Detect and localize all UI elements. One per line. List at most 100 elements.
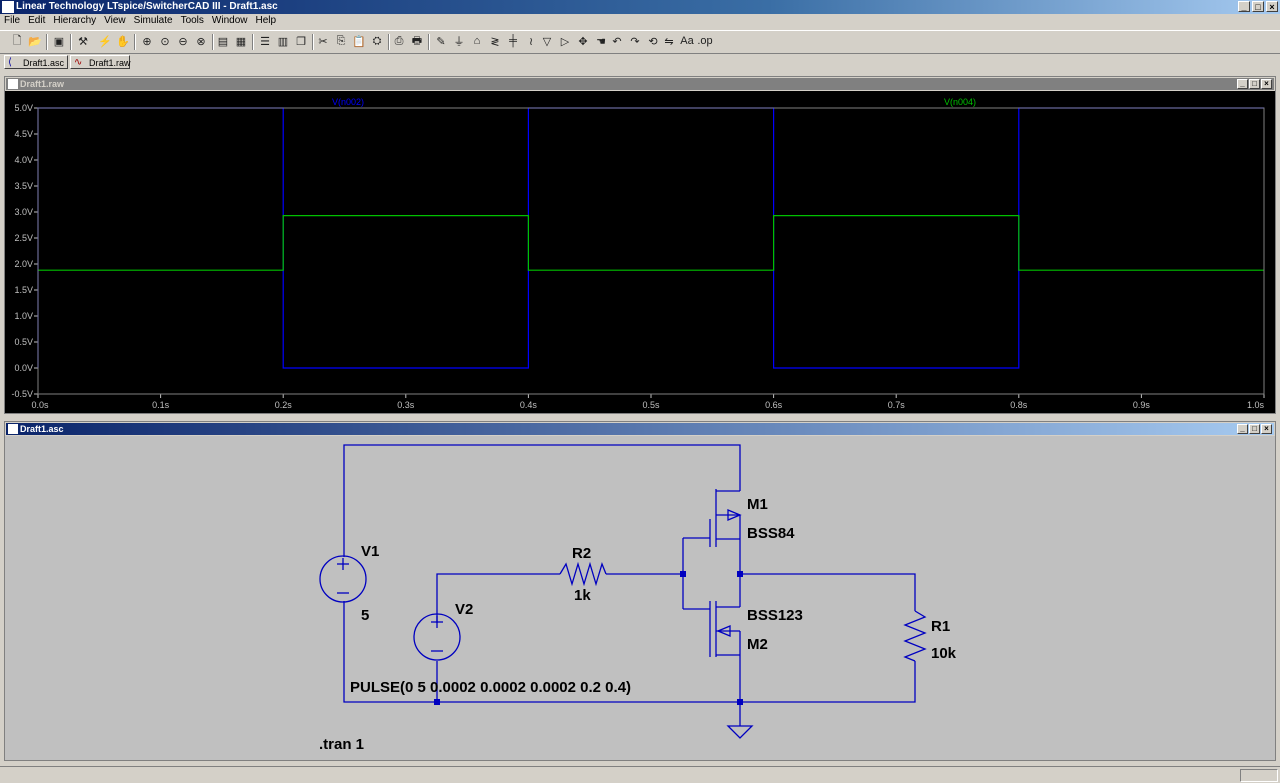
capacitor-icon[interactable]: ╪ (509, 35, 517, 47)
find-icon[interactable]: ⛭ (372, 34, 382, 47)
m2-nmos[interactable] (709, 599, 741, 657)
junction-dots (434, 571, 743, 705)
save-icon[interactable]: ▣ (53, 35, 65, 48)
tran-directive[interactable]: .tran 1 (319, 736, 364, 753)
minimize-button[interactable]: _ (1238, 1, 1250, 12)
pan-icon[interactable]: ⊙ (160, 35, 170, 48)
maximize-button[interactable]: □ (1249, 79, 1260, 89)
r1-resistor[interactable] (903, 610, 927, 662)
menu-simulate[interactable]: Simulate (133, 15, 173, 26)
copy-icon[interactable]: ⎘ (336, 34, 346, 47)
r1-value[interactable]: 10k (931, 645, 957, 662)
trace-label-vn002[interactable]: V(n002) (332, 97, 364, 107)
menu-edit[interactable]: Edit (28, 15, 46, 26)
x-tick-label: 0.8s (1010, 400, 1028, 410)
menu-view[interactable]: View (104, 15, 126, 26)
waveform-plot[interactable]: 5.0V4.5V4.0V3.5V3.0V2.5V2.0V1.5V1.0V0.5V… (5, 91, 1275, 413)
mirror-icon[interactable]: ⇋ (664, 35, 674, 48)
close-button[interactable]: × (1261, 79, 1272, 89)
hammer-icon[interactable]: ⚒ (78, 35, 88, 48)
menu-file[interactable]: File (4, 15, 21, 26)
maximize-button[interactable]: □ (1252, 1, 1264, 12)
label-net-icon[interactable]: ⌂ (473, 35, 481, 47)
v1-voltage-source[interactable] (319, 555, 367, 603)
close-button[interactable]: × (1261, 424, 1272, 434)
cancel-icon[interactable]: ▦ (235, 35, 247, 48)
v2-voltage-source[interactable] (413, 613, 461, 661)
y-tick-label: 3.0V (14, 207, 33, 217)
draw-wire-icon[interactable]: ✎ (436, 35, 446, 48)
tab-draft1-asc[interactable]: ⟨ Draft1.asc (4, 55, 68, 69)
component-icon[interactable]: ▷ (560, 35, 570, 48)
schematic-canvas[interactable]: V1 5 V2 PULSE(0 5 0.0002 0.0002 0.0002 0… (5, 436, 1275, 760)
zoom-in-icon[interactable]: ⊕ (142, 35, 152, 48)
trace-label-vn004[interactable]: V(n004) (944, 97, 976, 107)
wires[interactable] (343, 444, 916, 726)
m1-pmos[interactable] (709, 489, 742, 547)
text-icon[interactable]: Aa (680, 35, 694, 47)
rotate-icon[interactable]: ⟲ (648, 35, 658, 48)
zoom-out-icon[interactable]: ⊖ (178, 35, 188, 48)
m2-value[interactable]: BSS123 (747, 607, 803, 624)
menu-hierarchy[interactable]: Hierarchy (53, 15, 97, 26)
r2-value[interactable]: 1k (574, 587, 591, 604)
run-icon[interactable]: ⚡ (98, 35, 112, 48)
menu-window[interactable]: Window (211, 15, 248, 26)
status-bar (0, 766, 1280, 783)
ground-icon[interactable]: ⏚ (453, 36, 465, 48)
close-button[interactable]: × (1266, 1, 1278, 12)
v2-value[interactable]: PULSE(0 5 0.0002 0.0002 0.0002 0.2 0.4) (350, 679, 631, 696)
m2-name[interactable]: M2 (747, 636, 768, 653)
y-tick-label: 2.0V (14, 259, 33, 269)
v1-value[interactable]: 5 (361, 607, 369, 624)
open-icon[interactable]: 📂 (28, 35, 42, 48)
move-icon[interactable]: ✥ (578, 35, 588, 48)
maximize-button[interactable]: □ (1249, 424, 1260, 434)
minimize-button[interactable]: _ (1237, 79, 1248, 89)
v1-name[interactable]: V1 (361, 543, 379, 560)
ground-symbol[interactable] (726, 725, 754, 739)
menu-help[interactable]: Help (255, 15, 277, 26)
print-setup-icon[interactable]: ⎙ (394, 34, 404, 47)
waveform-window-title: Draft1.raw _ □ × (6, 78, 1274, 90)
tab-label: Draft1.raw (89, 58, 131, 68)
m1-value[interactable]: BSS84 (747, 525, 795, 542)
m1-name[interactable]: M1 (747, 496, 768, 513)
v2-name[interactable]: V2 (455, 601, 473, 618)
cut-icon[interactable]: ✂ (318, 35, 328, 48)
waveform-icon (8, 79, 18, 89)
menu-tools[interactable]: Tools (180, 15, 204, 26)
resistor-icon[interactable]: ≷ (490, 35, 500, 48)
schematic-icon (8, 424, 18, 434)
y-tick-label: 4.5V (14, 129, 33, 139)
zoom-fit-icon[interactable]: ⊗ (196, 35, 206, 48)
autoscale-icon[interactable]: ▤ (217, 35, 229, 48)
halt-icon[interactable]: ✋ (116, 35, 130, 48)
r1-name[interactable]: R1 (931, 618, 950, 635)
status-cell (1240, 769, 1278, 782)
tile-horizontal-icon[interactable]: ☰ (260, 35, 270, 48)
tile-vertical-icon[interactable]: ▥ (277, 35, 289, 48)
paste-icon[interactable]: 📋 (352, 35, 366, 48)
new-schematic-icon[interactable]: 🗋 (12, 34, 22, 47)
inductor-icon[interactable]: ≀ (528, 35, 534, 48)
document-tabs: ⟨ Draft1.asc ∿ Draft1.raw (0, 54, 1280, 70)
redo-icon[interactable]: ↷ (630, 35, 640, 48)
tab-draft1-raw[interactable]: ∿ Draft1.raw (70, 55, 131, 69)
r2-resistor[interactable] (559, 561, 607, 587)
cascade-icon[interactable]: ❐ (296, 35, 306, 48)
trace-vn002[interactable] (37, 107, 1264, 369)
y-tick-label: 5.0V (14, 103, 33, 113)
ltspice-logo-icon (2, 1, 14, 13)
drag-icon[interactable]: ☚ (596, 35, 606, 48)
x-tick-label: 1.0s (1247, 400, 1265, 410)
undo-icon[interactable]: ↶ (612, 35, 622, 48)
trace-vn004[interactable] (38, 214, 1264, 271)
print-icon[interactable]: 🖶 (411, 34, 423, 47)
spice-directive-icon[interactable]: .op (697, 35, 713, 47)
diode-icon[interactable]: ▽ (542, 35, 552, 48)
r2-name[interactable]: R2 (572, 545, 591, 562)
x-tick-label: 0.4s (520, 400, 538, 410)
minimize-button[interactable]: _ (1237, 424, 1248, 434)
